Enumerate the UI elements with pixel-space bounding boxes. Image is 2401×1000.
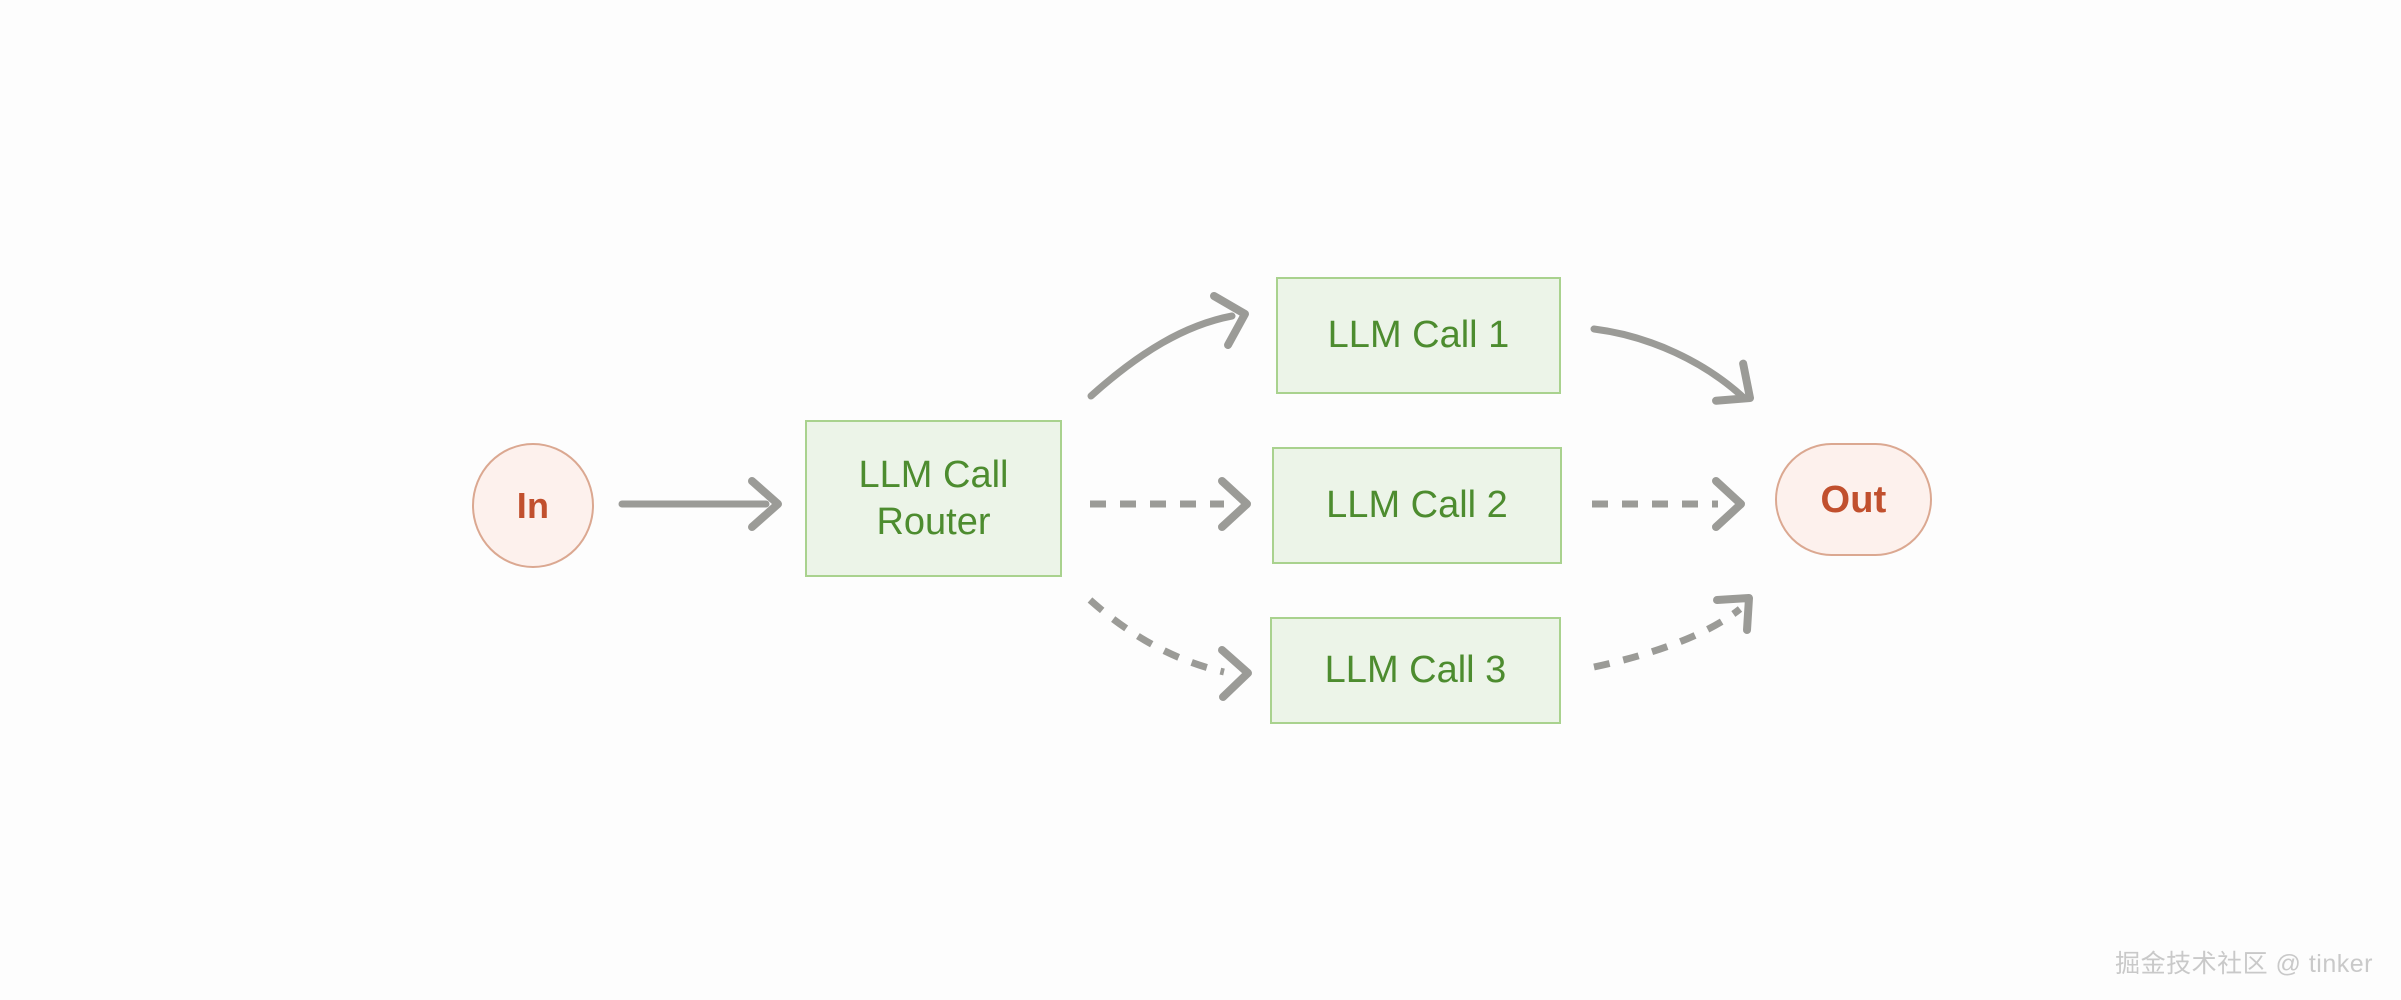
edge-call-1-to-out [1590, 325, 1754, 405]
node-llm-call-3[interactable]: LLM Call 3 [1270, 617, 1561, 724]
node-input[interactable]: In [472, 443, 594, 568]
node-output-label: Out [1820, 478, 1887, 521]
node-llm-call-1-label: LLM Call 1 [1327, 314, 1510, 357]
node-llm-call-2-label: LLM Call 2 [1326, 484, 1508, 527]
edge-call-2-to-out [1592, 477, 1745, 531]
edge-in-to-router [618, 477, 782, 531]
node-llm-call-router[interactable]: LLM Call Router [805, 420, 1062, 577]
node-router-label-line-1: LLM Call [858, 454, 1009, 497]
watermark: 掘金技术社区 @ tinker [2115, 950, 2373, 978]
node-llm-call-1[interactable]: LLM Call 1 [1276, 277, 1561, 394]
node-input-label: In [516, 484, 550, 526]
node-llm-call-2[interactable]: LLM Call 2 [1272, 447, 1562, 564]
node-llm-call-3-label: LLM Call 3 [1324, 649, 1507, 692]
edge-call-3-to-out [1593, 594, 1753, 671]
edge-router-to-call-2 [1090, 477, 1251, 531]
node-output[interactable]: Out [1775, 443, 1932, 556]
node-router-label-line-2: Router [876, 500, 991, 543]
edge-router-to-call-1 [1087, 292, 1249, 400]
edge-router-to-call-3 [1087, 597, 1252, 701]
node-llm-call-router-label: LLM Call Router [859, 452, 1009, 545]
